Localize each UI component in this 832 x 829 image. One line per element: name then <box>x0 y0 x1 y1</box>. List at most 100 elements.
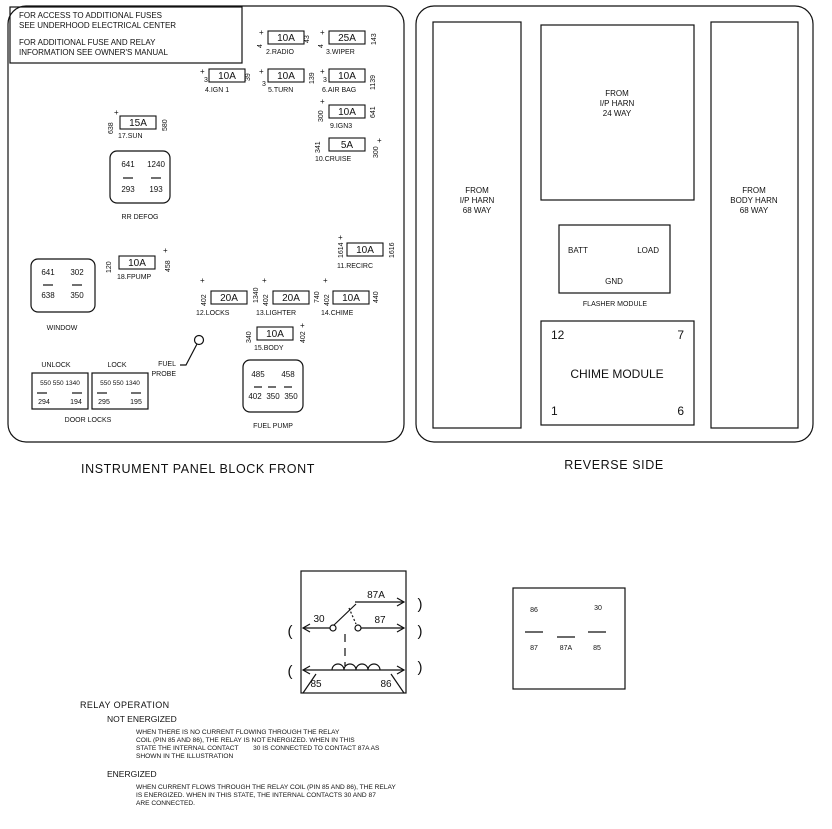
connector-text-1: FROM <box>742 186 766 195</box>
not-energized-line-1: WHEN THERE IS NO CURRENT FLOWING THROUGH… <box>136 729 340 736</box>
fuse-top-plus: + <box>200 276 205 285</box>
connector-right: FROM BODY HARN 68 WAY <box>710 21 799 429</box>
fuse-pin-right: 39 <box>245 73 252 81</box>
pin-86-label: 86 <box>380 679 392 690</box>
fuse-top-plus: + <box>320 67 325 76</box>
fuse-pin-left: 4 <box>318 44 325 48</box>
pin-30-label: 30 <box>313 614 325 625</box>
fuse-rating: 10A <box>338 71 356 82</box>
fuse-pin-right: 139 <box>309 72 316 84</box>
relay-pin: 194 <box>70 399 82 406</box>
pinout-85: 85 <box>593 645 601 652</box>
energized-line-3: ARE CONNECTED. <box>136 800 195 807</box>
note-box <box>9 6 243 64</box>
relay-pins-top: 550 550 1340 <box>40 380 80 387</box>
chime-module: 12 7 CHIME MODULE 1 6 <box>540 320 695 426</box>
flasher-module: BATT LOAD GND FLASHER MODULE <box>558 224 671 308</box>
pinout-87: 87 <box>530 645 538 652</box>
relay-label: WINDOW <box>47 325 78 332</box>
connector-text-2: I/P HARN <box>600 99 635 108</box>
fuse-name: 14.CHIME <box>321 310 354 317</box>
relay-pins-top: 550 550 1340 <box>100 380 140 387</box>
relay-pin: 293 <box>121 185 135 194</box>
connector-body <box>710 21 799 429</box>
bracket: ) <box>418 623 423 640</box>
not-energized-line-2: COIL (PIN 85 AND 86), THE RELAY IS NOT E… <box>136 737 355 744</box>
relay-label: FUEL PUMP <box>253 423 293 430</box>
energized-line-2: IS ENERGIZED. WHEN IN THIS STATE, THE IN… <box>136 792 376 799</box>
fuse-rating: 10A <box>218 71 236 82</box>
arrow <box>301 665 311 675</box>
flasher-batt: BATT <box>568 246 588 255</box>
lock-label: LOCK <box>107 362 126 369</box>
fuse-4-ign1: + 3 10A 39 4.IGN 1 <box>200 67 252 94</box>
fuse-rating: 10A <box>338 107 356 118</box>
fuse-pin-left: 341 <box>315 141 322 153</box>
connector-text-1: FROM <box>465 186 489 195</box>
fuse-body <box>267 68 305 83</box>
fuse-top-plus: + <box>320 97 325 106</box>
fuse-body <box>256 326 294 341</box>
relay-pin: 641 <box>41 268 55 277</box>
fuse-pin-left: 3 <box>262 81 266 88</box>
fuse-pin-left: 638 <box>108 122 115 134</box>
arrow <box>396 597 406 607</box>
fuse-body <box>118 255 156 270</box>
pin-87a-label: 87A <box>367 590 385 601</box>
fuse-pin-left: 3 <box>204 77 208 84</box>
front-panel-outline <box>7 5 405 443</box>
relay-body <box>30 258 96 313</box>
fuse-top-plus: + <box>323 276 328 285</box>
relay-operation-text: RELAY OPERATION NOT ENERGIZED WHEN THERE… <box>80 700 396 807</box>
fuse-2-radio: + 4 10A 43 2.RADIO <box>257 28 311 56</box>
fuse-top-plus: + <box>300 321 305 330</box>
fuse-pin-left: 300 <box>318 110 325 122</box>
flasher-gnd: GND <box>605 277 623 286</box>
fuse-name: 18.FPUMP <box>117 274 152 281</box>
fuel-probe-label-1: FUEL <box>158 361 176 368</box>
connector-body <box>432 21 522 429</box>
fuse-name: 9.IGN3 <box>330 123 352 130</box>
fuse-name: 4.IGN 1 <box>205 87 229 94</box>
note-line-1: FOR ACCESS TO ADDITIONAL FUSES <box>19 11 162 20</box>
fuse-pin-right: 440 <box>373 291 380 303</box>
relay-pin: 193 <box>149 185 163 194</box>
fuse-pin-right: 740 <box>314 291 321 303</box>
fuse-rating: 5A <box>341 140 354 151</box>
relay-pinout-body <box>512 587 626 690</box>
fuse-pin-left: 402 <box>263 294 270 306</box>
fuse-top-plus: + <box>320 28 325 37</box>
pin-87-label: 87 <box>374 615 386 626</box>
arrow <box>301 623 311 633</box>
fuse-top-plus: + <box>114 108 119 117</box>
fuse-pin-left: 402 <box>324 294 331 306</box>
relay-operation-title: RELAY OPERATION <box>80 700 170 710</box>
fuse-pin-left: 1614 <box>338 242 345 258</box>
reverse-panel-outline <box>415 5 814 443</box>
unlock-relay <box>31 372 89 410</box>
fuse-rating: 15A <box>129 118 147 129</box>
unlock-label: UNLOCK <box>41 362 71 369</box>
fuse-pin-right: 1340 <box>253 287 260 303</box>
fuse-rating: 25A <box>338 33 356 44</box>
coil-lead <box>302 673 317 694</box>
fuse-body <box>332 290 370 305</box>
fuse-body <box>328 68 366 83</box>
contact-link-dashed <box>348 607 357 625</box>
fuse-name: 2.RADIO <box>266 49 295 56</box>
fuse-pin-right: 43 <box>304 35 311 43</box>
caption-front: INSTRUMENT PANEL BLOCK FRONT <box>81 462 315 476</box>
relay-body <box>109 150 171 204</box>
fuse-name: 17.SUN <box>118 133 143 140</box>
fuse-9-ign3: + 300 10A 641 9.IGN3 <box>318 97 377 130</box>
pinout-30: 30 <box>594 605 602 612</box>
fuse-top-plus: + <box>338 233 343 242</box>
connector-text-2: I/P HARN <box>460 196 495 205</box>
fuse-rating: 10A <box>342 293 360 304</box>
relay-pin: 458 <box>281 370 295 379</box>
relay-schematic: 87A 30 87 85 86 ( ( ) ) ) <box>288 570 423 694</box>
chime-pin-1: 1 <box>551 404 558 418</box>
fuse-14-chime: + 402 10A 440 14.CHIME <box>321 276 380 317</box>
fuse-body <box>119 115 157 130</box>
fuse-pin-right: 402 <box>300 331 307 343</box>
